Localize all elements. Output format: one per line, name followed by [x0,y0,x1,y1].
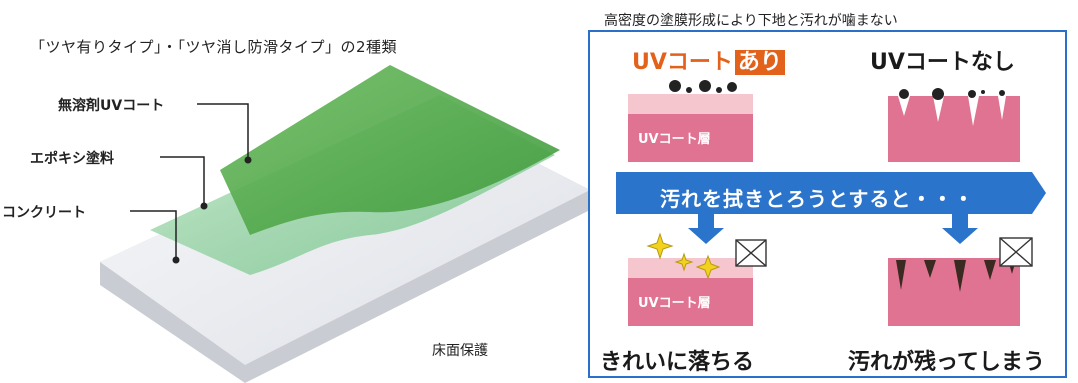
wipe-banner-text: 汚れを拭きとろうとすると・・・ [660,187,975,211]
uv-coat-marker [244,156,252,164]
cloth-icon-right [999,237,1033,267]
wipe-banner-arrow [616,172,1046,244]
heading-without-uv: UVコートなし [870,50,1015,75]
label-uv-coat: 無溶剤UVコート [58,98,165,114]
result-clean: きれいに落ちる [600,350,755,375]
coated-surface-top [628,94,753,162]
uv-coat-layer [220,65,560,235]
heading-with-uv: UVコートあり [632,44,785,76]
coated-surface-bottom [628,258,753,326]
down-arrow-left [688,214,724,244]
floor-caption: 床面保護 [432,343,488,359]
dirt-particles-top-left [669,80,737,93]
label-concrete: コンクリート [2,205,86,221]
right-title: 高密度の塗膜形成により下地と汚れが噛まない [604,13,898,29]
epoxy-marker [200,202,208,210]
left-title: 「ツヤ有りタイプ」・「ツヤ消し防滑タイプ」の2種類 [30,38,398,56]
floor-layers-illustration [100,65,590,383]
dirt-particles-top-right [899,88,1005,100]
label-epoxy: エポキシ塗料 [30,151,114,167]
uncoated-surface-top [888,96,1020,162]
down-arrow-right [942,214,978,244]
uv-layer-label-bottom: UVコート層 [638,296,711,311]
comparison-graphics [616,80,1046,326]
uv-layer-label-top: UVコート層 [638,132,711,147]
cloth-icon-left [735,239,767,267]
sparkle-icons [646,232,721,280]
result-dirty: 汚れが残ってしまう [848,350,1045,375]
uncoated-surface-bottom [888,258,1020,326]
ari-badge: あり [734,50,785,75]
concrete-marker [172,256,180,264]
